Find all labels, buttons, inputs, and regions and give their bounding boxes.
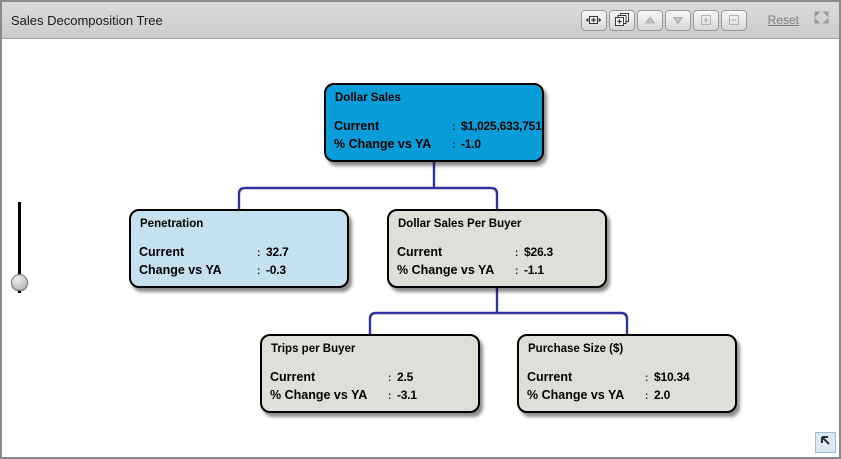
- metric-value: -0.3: [266, 263, 286, 277]
- metric-separator: :: [515, 248, 519, 259]
- metric-separator: :: [645, 373, 649, 384]
- tree-node-penetration[interactable]: Penetration Current:32.7 Change vs YA: -0…: [129, 209, 349, 288]
- tree-node-purchase-size[interactable]: Purchase Size ($) Current: $10.34 % Chang…: [517, 334, 737, 413]
- metric-label: % Change vs YA: [397, 263, 495, 277]
- tree-node-dollar-sales-per-buyer[interactable]: Dollar Sales Per Buyer Current: $26.3 % C…: [387, 209, 607, 288]
- metric-separator: :: [515, 266, 519, 277]
- four-corner-arrows-icon: [814, 11, 829, 29]
- metric-label: Current: [334, 119, 380, 133]
- metric-separator: :: [257, 248, 261, 259]
- node-title: Purchase Size ($): [528, 343, 624, 355]
- metric-row: Current:2.5: [270, 369, 476, 387]
- metric-row: Current: $26.3: [397, 244, 603, 262]
- reset-link[interactable]: Reset: [767, 13, 799, 27]
- metric-separator: :: [452, 122, 456, 133]
- maximize-widget-button[interactable]: [814, 11, 829, 29]
- metric-label: Current: [139, 245, 185, 259]
- node-metrics: Current:2.5 % Change vs YA: -3.1: [270, 369, 476, 405]
- metric-value: $10.34: [654, 370, 690, 384]
- metric-separator: :: [388, 391, 392, 402]
- expand-down-button[interactable]: [664, 9, 691, 31]
- zoom-out-button[interactable]: [720, 9, 747, 31]
- title-bar: Sales Decomposition Tree: [2, 2, 839, 39]
- metric-label: Change vs YA: [139, 263, 222, 277]
- metric-value: -3.1: [397, 388, 417, 402]
- metric-row: % Change vs YA:2.0: [527, 387, 733, 405]
- minus-box-icon: [727, 13, 741, 27]
- metric-value: $26.3: [524, 245, 554, 259]
- metric-value: 32.7: [266, 245, 289, 259]
- metric-value: -1.1: [524, 263, 544, 277]
- metric-value: 2.0: [654, 388, 671, 402]
- node-metrics: Current: $10.34 % Change vs YA:2.0: [527, 369, 733, 405]
- metric-row: % Change vs YA: -3.1: [270, 387, 476, 405]
- metric-label: Current: [527, 370, 573, 384]
- toolbar: Reset: [579, 9, 839, 31]
- metric-separator: :: [645, 391, 649, 402]
- plus-box-icon: [699, 13, 713, 27]
- tree-node-dollar-sales[interactable]: Dollar Sales Current: $1,025,633,751 % Ch…: [324, 83, 544, 162]
- metric-row: % Change vs YA: -1.0: [334, 136, 540, 154]
- node-metrics: Current: $1,025,633,751 % Change vs YA: -1…: [334, 118, 542, 154]
- metric-row: % Change vs YA: -1.1: [397, 262, 603, 280]
- triangle-down-icon: [671, 14, 685, 26]
- arrow-up-left-icon: [819, 434, 832, 452]
- zoom-in-button[interactable]: [692, 9, 719, 31]
- metric-row: Current: $10.34: [527, 369, 733, 387]
- node-metrics: Current:32.7 Change vs YA: -0.3: [139, 244, 345, 280]
- metric-separator: :: [388, 373, 392, 384]
- metric-row: Current:32.7: [139, 244, 345, 262]
- tree-node-trips-per-buyer[interactable]: Trips per Buyer Current:2.5 % Change vs …: [260, 334, 480, 413]
- metric-value: -1.0: [461, 137, 481, 151]
- cascade-plus-icon: [614, 13, 630, 27]
- zoom-slider-thumb[interactable]: [11, 274, 28, 291]
- metric-label: % Change vs YA: [334, 137, 432, 151]
- collapse-up-button[interactable]: [636, 9, 663, 31]
- zoom-slider-track[interactable]: [18, 202, 21, 293]
- metric-value: $1,025,633,751: [461, 119, 542, 133]
- back-to-root-button[interactable]: [815, 432, 836, 453]
- box-plus-horizontal-arrows-icon: [585, 13, 602, 27]
- metric-row: Current: $1,025,633,751: [334, 118, 542, 136]
- node-title: Dollar Sales: [335, 92, 401, 104]
- metric-separator: :: [452, 140, 456, 151]
- triangle-up-icon: [643, 14, 657, 26]
- node-metrics: Current: $26.3 % Change vs YA: -1.1: [397, 244, 603, 280]
- page-title: Sales Decomposition Tree: [11, 12, 163, 28]
- expand-all-levels-button[interactable]: [608, 9, 635, 31]
- metric-value: 2.5: [397, 370, 414, 384]
- node-title: Penetration: [140, 218, 204, 230]
- metric-label: % Change vs YA: [527, 388, 625, 402]
- expand-node-width-button[interactable]: [580, 9, 607, 31]
- metric-row: Change vs YA: -0.3: [139, 262, 345, 280]
- metric-label: Current: [397, 245, 443, 259]
- metric-label: Current: [270, 370, 316, 384]
- metric-label: % Change vs YA: [270, 388, 368, 402]
- node-title: Dollar Sales Per Buyer: [398, 218, 522, 230]
- metric-separator: :: [257, 266, 261, 277]
- node-title: Trips per Buyer: [271, 343, 356, 355]
